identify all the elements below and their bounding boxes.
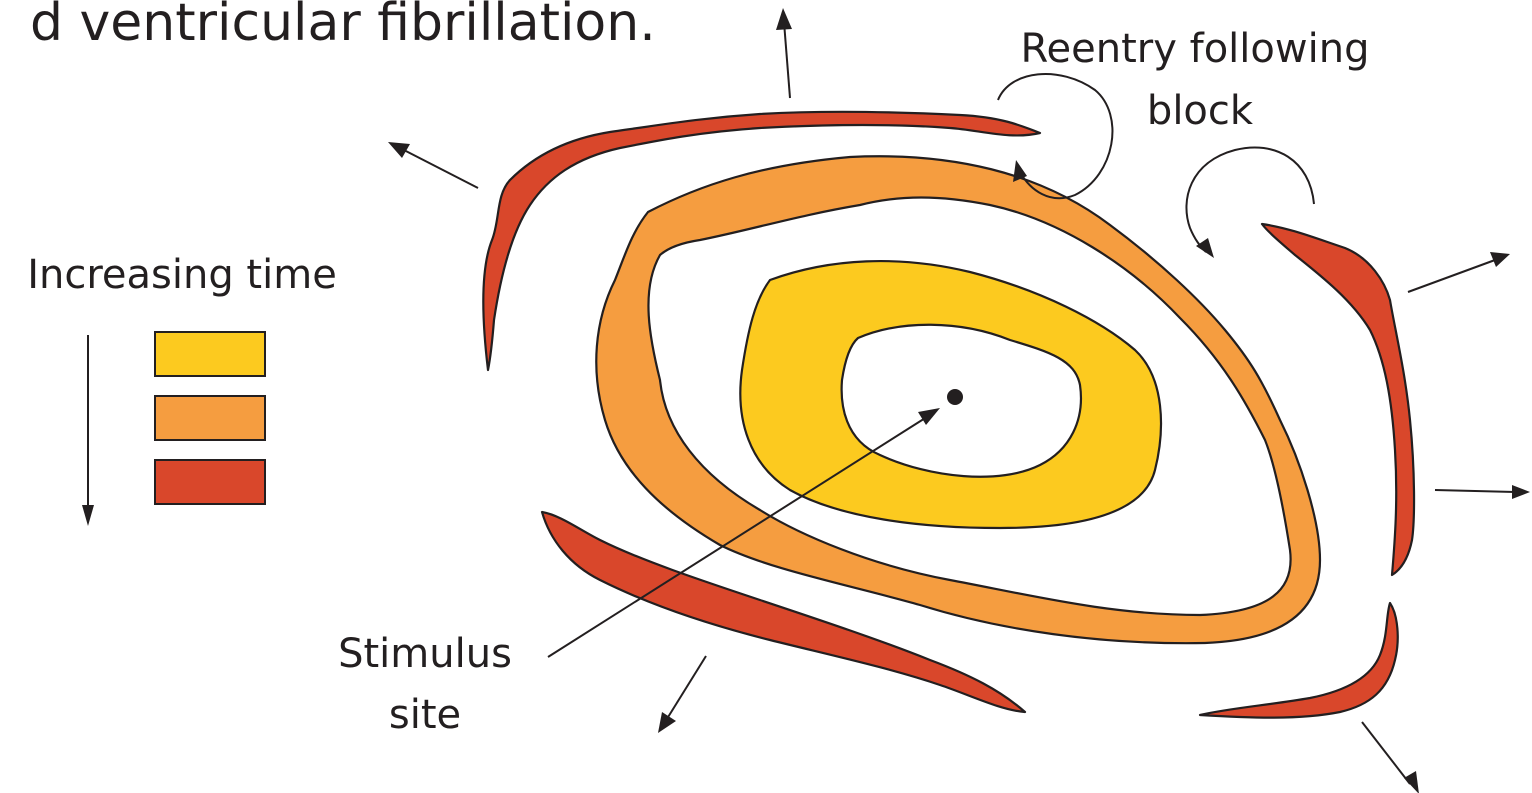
stimulus-label-line1: Stimulus (338, 631, 512, 677)
stimulus-point (947, 389, 963, 405)
propagation-arrow-lower-left (658, 656, 706, 733)
legend-swatch-orange (155, 396, 265, 440)
stimulus-label-line2: site (389, 692, 461, 738)
legend-swatch-red (155, 460, 265, 504)
propagation-arrow-up (776, 8, 792, 98)
reentry-label-line1: Reentry following (1021, 26, 1370, 72)
time-axis-arrow (82, 335, 94, 526)
propagation-arrow-right (1435, 485, 1530, 499)
stimulus-pointer-arrowhead (918, 408, 940, 425)
propagation-arrow-right-upper (1408, 252, 1510, 292)
propagation-arrow-lower-right (1362, 722, 1419, 793)
propagation-arrow-upper-left (388, 142, 478, 188)
legend-swatches (155, 332, 265, 504)
reentry-label-line2: block (1147, 88, 1254, 134)
increasing-time-label: Increasing time (27, 252, 337, 298)
legend-swatch-yellow (155, 332, 265, 376)
header-text: d ventricular fibrillation. (30, 0, 656, 53)
